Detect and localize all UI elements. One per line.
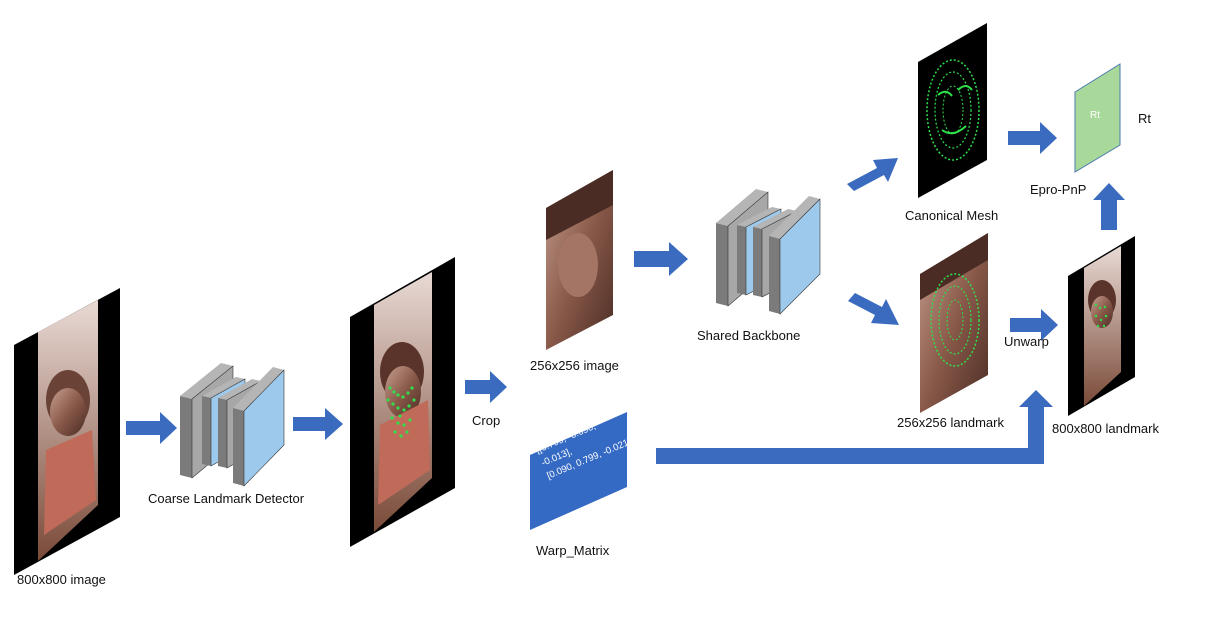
arrow-crop bbox=[465, 371, 507, 403]
canonical-mesh bbox=[918, 23, 987, 198]
coarse-detector-label: Coarse Landmark Detector bbox=[148, 491, 305, 506]
shared-backbone bbox=[716, 189, 821, 315]
epro-pnp-label: Epro-PnP bbox=[1030, 182, 1087, 197]
unwarp-label: Unwarp bbox=[1004, 334, 1049, 349]
warp-matrix-label: Warp_Matrix bbox=[536, 543, 610, 558]
rt-box-text: Rt bbox=[1090, 110, 1100, 121]
input-image bbox=[14, 288, 120, 575]
landmark-256-image bbox=[920, 233, 988, 413]
arrow-to-coarse bbox=[126, 412, 177, 444]
arrow-to-landmark-256 bbox=[848, 293, 899, 325]
rt-label: Rt bbox=[1138, 111, 1151, 126]
coarse-landmark-points bbox=[386, 386, 416, 438]
coarse-output-image bbox=[350, 257, 455, 547]
arrow-to-canonical-mesh bbox=[847, 158, 898, 191]
arrow-warp-to-unwarp bbox=[656, 390, 1053, 464]
input-image-label: 800x800 image bbox=[17, 572, 106, 587]
rt-output-box bbox=[1074, 63, 1121, 173]
landmark-800-image bbox=[1068, 236, 1135, 416]
canonical-mesh-label: Canonical Mesh bbox=[905, 208, 999, 223]
shared-backbone-label: Shared Backbone bbox=[697, 328, 801, 343]
coarse-landmark-detector bbox=[180, 363, 285, 487]
arrow-to-epro-pnp bbox=[1093, 183, 1125, 230]
landmark-256-label: 256x256 landmark bbox=[897, 415, 1004, 430]
landmark-800-label: 800x800 landmark bbox=[1052, 421, 1159, 436]
arrow-to-rt bbox=[1008, 122, 1057, 154]
arrow-to-backbone bbox=[634, 242, 688, 276]
landmark-800-points bbox=[1094, 303, 1108, 328]
crop-image bbox=[546, 170, 613, 350]
warp-matrix-box bbox=[530, 412, 627, 530]
crop-label: Crop bbox=[472, 413, 501, 428]
arrow-unwarp bbox=[1010, 309, 1058, 341]
arrow-to-coarse-output bbox=[293, 408, 343, 440]
crop-image-label: 256x256 image bbox=[530, 358, 619, 373]
